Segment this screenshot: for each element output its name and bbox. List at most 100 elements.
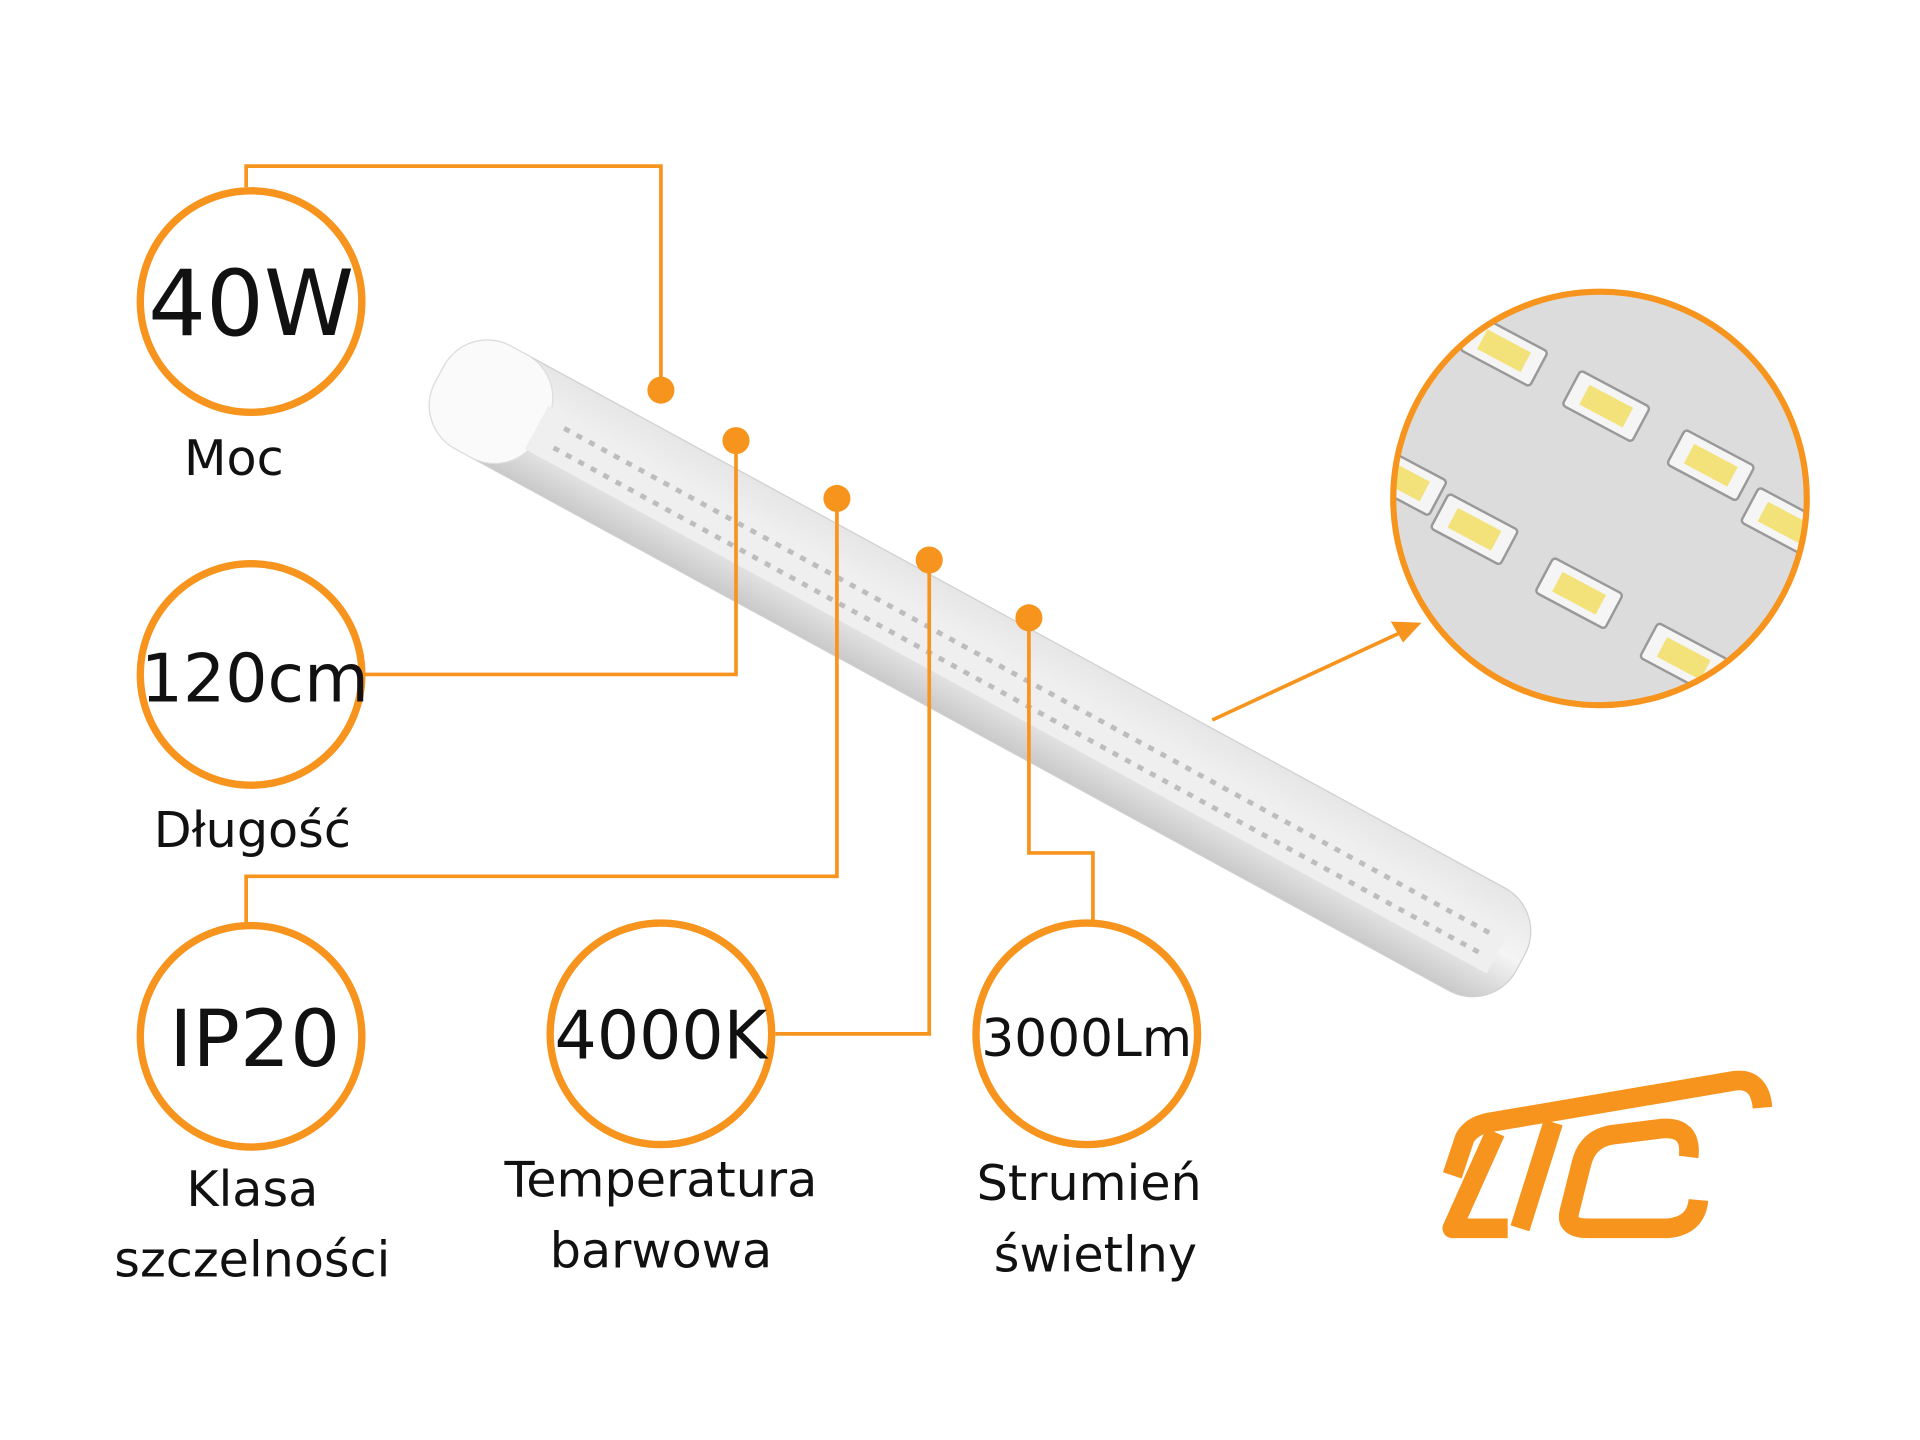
led-chip [587, 439, 596, 447]
spec-value: 3000Lm [981, 1009, 1192, 1069]
led-chip [564, 452, 573, 460]
led-chip [1173, 784, 1182, 792]
led-chip [1445, 907, 1454, 915]
led-chip [1161, 777, 1170, 785]
led-chip [1260, 831, 1269, 840]
led-chip [575, 432, 584, 441]
led-chip [848, 582, 857, 590]
spec-ip-class: IP20 Klasa szczelności [114, 921, 390, 1288]
led-chip [799, 554, 807, 563]
led-chip [1060, 697, 1068, 705]
led-chip [788, 574, 797, 582]
led-chip [1358, 859, 1367, 868]
led-chip [713, 533, 722, 541]
led-chip [751, 554, 759, 562]
led-chip [1333, 846, 1342, 854]
led-chip [850, 608, 859, 616]
led-chip [1296, 825, 1304, 834]
led-chip [1221, 785, 1230, 793]
led-chip [1134, 737, 1143, 746]
led-chip [600, 446, 609, 454]
led-chip [912, 642, 921, 650]
led-chip [997, 663, 1006, 671]
led-chip [935, 629, 944, 637]
led-chip [1109, 724, 1118, 732]
led-chip [662, 480, 671, 488]
led-chip [562, 426, 571, 434]
led-chip [987, 682, 996, 691]
led-chip [1447, 933, 1455, 941]
led-chip [985, 656, 994, 664]
spec-label: Długość [154, 801, 351, 859]
led-chip [612, 453, 621, 461]
led-chip [887, 628, 896, 636]
led-chip [1035, 683, 1043, 691]
spec-color-temperature: 4000K Temperatura barwowa [504, 919, 818, 1280]
led-chip [960, 642, 969, 651]
led-chip [674, 487, 683, 495]
led-chip [1061, 723, 1070, 731]
led-chip [1049, 716, 1058, 724]
led-chip [1037, 709, 1045, 718]
spec-label: Moc [184, 429, 284, 487]
led-chip [1246, 798, 1255, 807]
led-chip [577, 459, 585, 467]
led-chip [861, 588, 869, 597]
led-chip [873, 595, 882, 603]
spec-value: 120cm [141, 640, 369, 718]
led-chip [875, 621, 884, 630]
led-chip [786, 548, 795, 556]
led-chip [1422, 919, 1431, 928]
led-chip [1171, 758, 1180, 766]
led-chip [910, 615, 919, 624]
callout-dots [647, 376, 1043, 632]
led-chip [948, 636, 956, 644]
led-chip [1235, 818, 1244, 826]
led-chip [1211, 804, 1219, 812]
led-chip [1471, 946, 1480, 955]
led-chip [1148, 770, 1157, 779]
led-chip [1395, 880, 1404, 888]
ltc-logo [1442, 1070, 1773, 1239]
led-chip [1297, 852, 1306, 860]
led-chip [1397, 906, 1406, 914]
led-chip [886, 602, 894, 610]
led-chip [825, 594, 834, 602]
led-chip [1420, 893, 1429, 901]
led-chip [838, 601, 846, 609]
led-chip [724, 514, 733, 522]
led-chip [1383, 873, 1391, 881]
spec-power: 40W Moc [136, 187, 366, 487]
led-chip [1159, 751, 1168, 759]
spec-label: Klasa [186, 1160, 318, 1218]
led-chip [1097, 717, 1106, 725]
led-chip [1310, 858, 1319, 867]
led-chip [602, 472, 610, 480]
led-chip [664, 506, 672, 514]
led-chip [749, 527, 758, 536]
led-chip [1273, 838, 1281, 846]
led-chip [1335, 872, 1344, 880]
led-chip [999, 689, 1008, 697]
led-chip [1430, 493, 1519, 566]
led-chip [1345, 853, 1354, 861]
led-chip [1283, 819, 1292, 827]
led-chip [738, 547, 747, 555]
led-chip [937, 655, 946, 663]
led-chip [687, 493, 696, 502]
spec-label: szczelności [114, 1230, 390, 1288]
led-chip [1196, 771, 1205, 779]
led-chip [1457, 913, 1466, 922]
spec-label: Strumień [977, 1154, 1202, 1212]
spec-value: 40W [148, 251, 354, 357]
led-chip [1409, 913, 1418, 921]
led-chip [1432, 900, 1441, 908]
led-chip [1460, 314, 1548, 387]
led-chip [625, 460, 633, 468]
led-chip [1136, 764, 1145, 772]
led-chip [1248, 825, 1257, 833]
led-chip [1223, 811, 1232, 819]
led-chip [726, 540, 735, 548]
spec-label: Temperatura [504, 1150, 818, 1208]
